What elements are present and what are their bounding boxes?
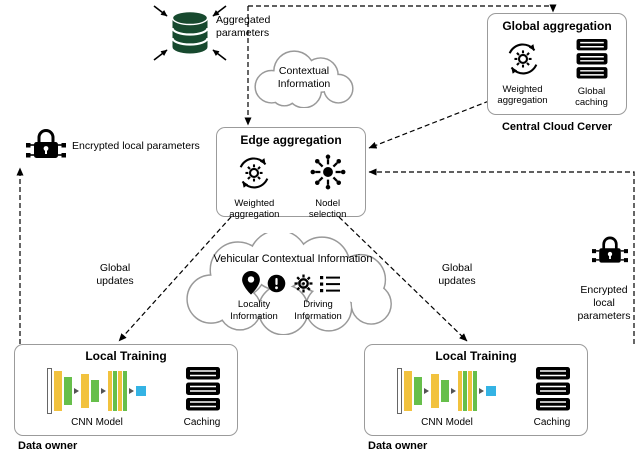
driving-information-label: Driving Information	[294, 299, 342, 322]
edge-weighted-aggregation-label: Weighted aggregation	[229, 198, 280, 220]
location-pin-icon	[242, 271, 260, 295]
central-cloud-caption: Central Cloud Cerver	[501, 121, 613, 133]
node-selection-icon	[309, 153, 347, 196]
lock-icon-left	[26, 124, 66, 164]
edge-weighted-aggregation-item: Weighted aggregation	[218, 153, 290, 221]
database-icon	[171, 10, 209, 56]
alert-icon	[267, 274, 286, 293]
data-owner-right: Data owner	[368, 440, 428, 452]
global-caching-item: Global caching	[557, 39, 626, 109]
contextual-cloud: Contextual Information	[250, 48, 358, 108]
caching-icon-left	[181, 367, 225, 411]
cnn-model-label-right: CNN Model	[421, 417, 473, 428]
vehicular-cloud: Vehicular Contextual Information	[182, 233, 404, 335]
local-training-box-left: Local Training	[14, 344, 238, 436]
caching-label-left: Caching	[183, 417, 221, 428]
caching-icon-right	[531, 367, 575, 411]
local-training-box-right: Local Training	[364, 344, 588, 436]
global-updates-right-label: Global updates	[438, 262, 476, 288]
global-weighted-aggregation-label: Weighted aggregation	[497, 84, 548, 106]
node-selection-item: Nodel selection	[292, 153, 364, 221]
caching-label-right: Caching	[533, 417, 571, 428]
global-caching-label: Global caching	[575, 86, 608, 108]
encrypted-left-label: Encrypted local parameters	[72, 140, 200, 152]
cnn-model-label-left: CNN Model	[71, 417, 123, 428]
edge-aggregation-box: Edge aggregation	[216, 127, 366, 220]
encrypted-right-label: Encrypted local parameters	[577, 284, 631, 323]
global-weighted-aggregation-item: Weighted aggregation	[488, 39, 557, 107]
vehicular-cloud-title: Vehicular Contextual Information	[213, 253, 373, 265]
driving-gear-icon	[293, 273, 314, 294]
lock-icon-right	[592, 232, 628, 268]
global-aggregation-title: Global aggregation	[502, 19, 612, 33]
list-icon	[320, 275, 340, 293]
global-caching-icon	[576, 39, 608, 84]
edge-weighted-aggregation-icon	[235, 153, 273, 196]
edge-aggregation-title: Edge aggregation	[240, 133, 342, 147]
global-updates-left-label: Global updates	[96, 262, 134, 288]
cnn-model-graphic-right	[371, 367, 521, 415]
cnn-model-graphic-left	[21, 367, 171, 415]
aggregated-parameters-label: Aggregated parameters	[216, 14, 271, 40]
local-training-title-right: Local Training	[435, 349, 517, 363]
global-weighted-aggregation-icon	[504, 39, 542, 82]
global-aggregation-box: Global aggregation	[487, 13, 627, 115]
locality-information-label: Locality Information	[230, 299, 278, 322]
data-owner-left: Data owner	[18, 440, 78, 452]
node-selection-label: Nodel selection	[308, 198, 347, 220]
contextual-cloud-label: Contextual Information	[277, 65, 331, 91]
local-training-title-left: Local Training	[85, 349, 167, 363]
